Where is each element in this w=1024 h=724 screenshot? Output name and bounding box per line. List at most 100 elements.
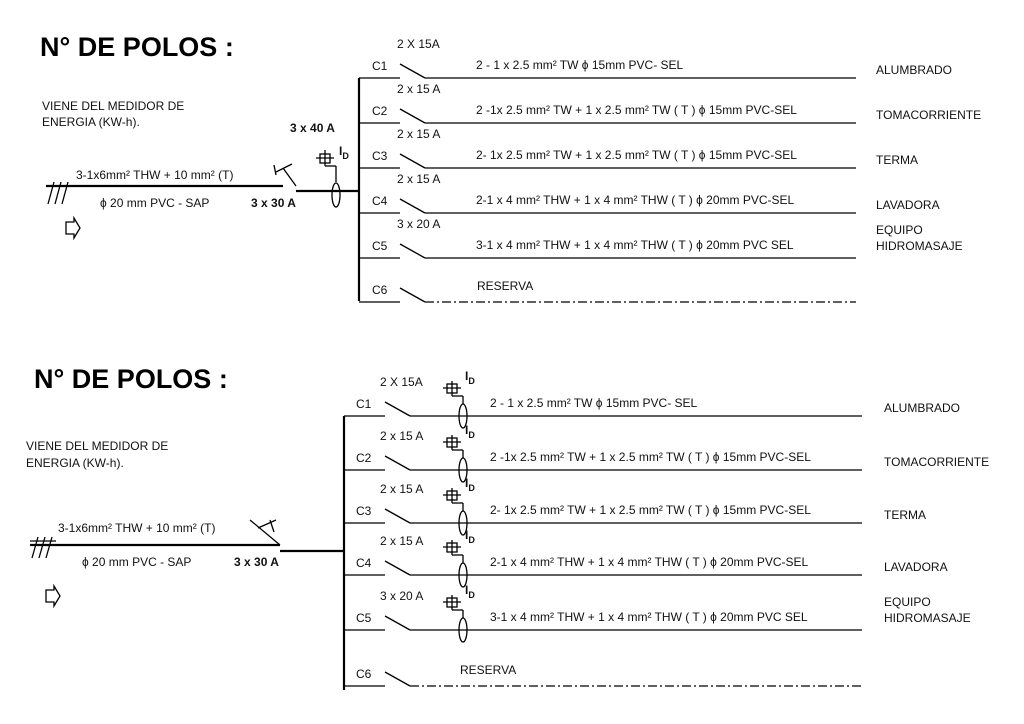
circuit-cable: 2 -1x 2.5 mm² TW + 1 x 2.5 mm² TW ( T ) … [490,450,811,464]
circuit-load-label: HIDROMASAJE [884,611,971,625]
circuit-cable: 2 -1x 2.5 mm² TW + 1 x 2.5 mm² TW ( T ) … [476,103,797,117]
circuit-load-label: TERMA [884,508,926,522]
circuit-switch [399,243,426,259]
circuit-cable: 2 - 1 x 2.5 mm² TW ϕ 15mm PVC- SEL [476,58,684,72]
circuit-load-label: EQUIPO [884,595,931,609]
diagram-2: N° DE POLOS : VIENE DEL MEDIDOR DE ENERG… [26,364,346,690]
circuit-rating: 2 x 15 A [397,82,440,96]
circuit-row-c2: C2 2 x 15 A 2 -1x 2.5 mm² TW + 1 x 2.5 mm²… [344,423,989,483]
circuit-rating: 2 X 15A [397,37,440,51]
circuit-switch [384,615,411,631]
circuit-row-c5: C5 3 x 20 A 3-1 x 4 mm² THW + 1 x 4 mm² TH… [359,217,963,259]
diagram-2-arrow-icon [45,583,61,609]
circuit-load-label: TOMACORRIENTE [884,455,989,469]
circuit-switch [384,455,411,471]
circuit-row-c3: C3 2 x 15 A 2- 1x 2.5 mm² TW + 1 x 2.5 mm²… [344,476,926,536]
diagram-2-feeder-cable: 3-1x6mm² THW + 10 mm² (T) [58,521,215,535]
circuit-row-c1: C1 2 X 15A 2 - 1 x 2.5 mm² TW ϕ 15mm PVC- … [344,369,960,429]
circuit-switch [399,108,426,124]
diagram-1-source-label-line1: VIENE DEL MEDIDOR DE [42,99,184,113]
circuit-load-label: HIDROMASAJE [876,239,963,253]
circuit-reserve-label: RESERVA [477,279,533,293]
circuit-switch [384,401,411,417]
circuit-row-c1: C1 2 X 15A 2 - 1 x 2.5 mm² TW ϕ 15mm PVC- … [359,37,952,79]
circuit-code: C3 [372,149,388,163]
circuit-load-label: LAVADORA [884,560,948,574]
circuit-code: C5 [372,239,388,253]
circuit-cable: 3-1 x 4 mm² THW + 1 x 4 mm² THW ( T ) ϕ … [490,610,808,624]
diagram-1-feeder-cable: 3-1x6mm² THW + 10 mm² (T) [76,168,233,182]
differential-icon [443,595,468,643]
diagram-2-source-label-line1: VIENE DEL MEDIDOR DE [26,439,168,453]
circuit-rating: 3 x 20 A [397,217,440,231]
circuit-rating: 3 x 20 A [380,589,423,603]
circuit-code: C6 [356,667,372,681]
circuit-load-label: ALUMBRADO [876,63,952,77]
differential-icon [443,435,468,483]
diagram-1-title: N° DE POLOS : [40,32,234,62]
circuit-code: C5 [356,611,372,625]
differential-label: ID [465,476,475,493]
circuit-cable: 2-1 x 4 mm² THW + 1 x 4 mm² THW ( T ) ϕ … [476,193,795,207]
diagram-1: N° DE POLOS : VIENE DEL MEDIDOR DE ENERG… [40,32,361,301]
diagram-1-differential-icon [316,150,341,208]
circuit-code: C2 [372,104,388,118]
circuit-code: C1 [356,397,372,411]
circuit-code: C4 [356,556,372,570]
differential-label: ID [465,369,475,386]
circuit-rating: 2 X 15A [380,375,423,389]
circuit-row-c2: C2 2 x 15 A 2 -1x 2.5 mm² TW + 1 x 2.5 mm²… [359,82,981,124]
circuit-code: C2 [356,451,372,465]
circuit-switch [399,198,426,214]
circuit-cable: 3-1 x 4 mm² THW + 1 x 4 mm² THW ( T ) ϕ … [476,238,794,252]
circuit-switch [384,560,411,576]
diagram-1-circuits: C1 2 X 15A 2 - 1 x 2.5 mm² TW ϕ 15mm PVC- … [359,37,981,303]
circuit-cable: 2- 1x 2.5 mm² TW + 1 x 2.5 mm² TW ( T ) … [490,503,811,517]
diagram-2-circuits: C1 2 X 15A 2 - 1 x 2.5 mm² TW ϕ 15mm PVC- … [344,369,989,687]
diagram-2-ground-symbol [30,536,56,559]
circuit-switch [384,671,411,687]
diagram-1-main-breaker [273,163,358,193]
circuit-rating: 2 x 15 A [380,534,423,548]
differential-icon [443,488,468,536]
circuit-cable: 2-1 x 4 mm² THW + 1 x 4 mm² THW ( T ) ϕ … [490,555,809,569]
differential-label: ID [465,583,475,600]
circuit-row-c3: C3 2 x 15 A 2- 1x 2.5 mm² TW + 1 x 2.5 mm²… [359,127,918,169]
circuit-code: C1 [372,59,388,73]
diagram-2-title: N° DE POLOS : [34,364,228,394]
circuit-row-c4: C4 2 x 15 A 2-1 x 4 mm² THW + 1 x 4 mm² TH… [359,172,940,214]
circuit-rating: 2 x 15 A [380,429,423,443]
diagram-1-main-breaker-rating: 3 x 40 A [290,121,335,135]
circuit-row-c5: C5 3 x 20 A 3-1 x 4 mm² THW + 1 x 4 mm² TH… [344,583,971,643]
diagram-1-diff-breaker-rating: 3 x 30 A [251,196,296,210]
differential-icon [443,381,468,429]
diagram-1-arrow-icon [65,215,81,241]
diagram-1-feeder-conduit: ϕ 20 mm PVC - SAP [100,196,209,210]
circuit-rating: 2 x 15 A [397,172,440,186]
circuit-switch [399,153,426,169]
circuit-load-label: TERMA [876,153,918,167]
circuit-code: C3 [356,504,372,518]
circuit-switch [399,287,426,303]
diagram-2-main-breaker [249,519,343,553]
circuit-code: C4 [372,194,388,208]
circuit-load-label: LAVADORA [876,198,940,212]
circuit-rating: 2 x 15 A [380,482,423,496]
circuit-load-label: EQUIPO [876,223,923,237]
circuit-cable: 2 - 1 x 2.5 mm² TW ϕ 15mm PVC- SEL [490,396,698,410]
circuit-reserve-label: RESERVA [460,663,516,677]
circuit-cable: 2- 1x 2.5 mm² TW + 1 x 2.5 mm² TW ( T ) … [476,148,797,162]
differential-icon [443,540,468,588]
circuit-load-label: TOMACORRIENTE [876,108,981,122]
circuit-rating: 2 x 15 A [397,127,440,141]
diagram-2-source-label-line2: ENERGIA (KW-h). [26,456,124,470]
circuit-switch [384,508,411,524]
circuit-load-label: ALUMBRADO [884,401,960,415]
circuit-row-c6: C6 RESERVA [344,663,862,687]
differential-label: ID [465,528,475,545]
diagram-2-main-breaker-rating: 3 x 30 A [234,555,279,569]
diagram-1-id-label: ID [339,144,349,161]
diagram-1-source-label-line2: ENERGIA (KW-h). [42,115,140,129]
